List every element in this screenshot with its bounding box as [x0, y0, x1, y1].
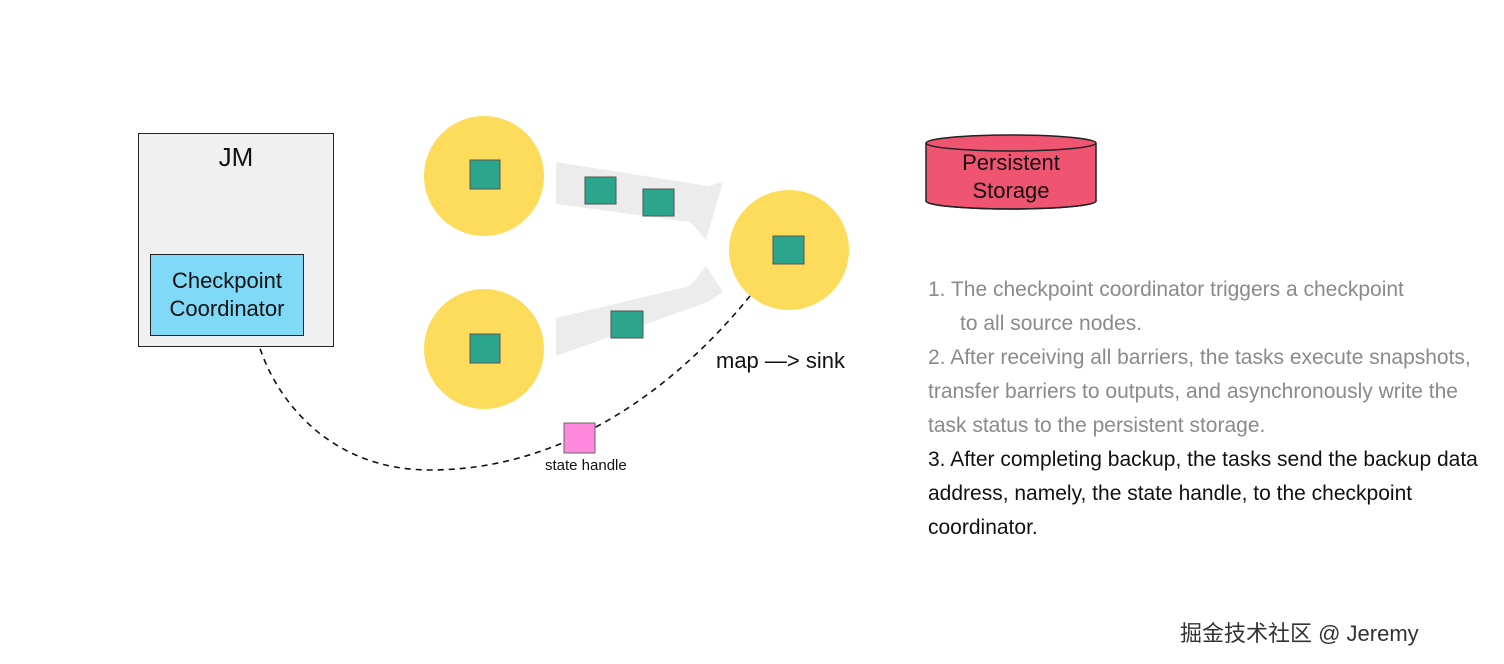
steps-list: 1. The checkpoint coordinator triggers a… [928, 273, 1488, 545]
checkpoint-coordinator-box: Checkpoint Coordinator [150, 254, 304, 336]
barrier-bottom-1 [610, 310, 644, 339]
storage-label-line1: Persistent [962, 150, 1060, 175]
state-handle-square [563, 422, 596, 454]
coordinator-label-line1: Checkpoint [171, 268, 283, 293]
state-handle-label: state handle [545, 457, 627, 474]
step-1-line2: to all source nodes. [960, 312, 1143, 335]
barrier-in-source-bottom [469, 333, 501, 364]
step-1: 1. The checkpoint coordinator triggers a… [928, 273, 1488, 341]
persistent-storage-cylinder [925, 134, 1097, 210]
operator-label: map —> sink [716, 348, 845, 373]
barrier-in-source-top [469, 159, 501, 190]
step-3: 3. After completing backup, the tasks se… [928, 448, 1478, 539]
step-1-line1: 1. The checkpoint coordinator triggers a… [928, 278, 1404, 301]
barrier-top-2 [642, 188, 675, 217]
coordinator-label-line2: Coordinator [169, 296, 285, 321]
step-2: 2. After receiving all barriers, the tas… [928, 346, 1471, 437]
watermark: 掘金技术社区 @ Jeremy [1180, 621, 1419, 646]
persistent-storage-label: Persistent Storage [926, 149, 1096, 205]
barrier-top-1 [584, 176, 617, 205]
state-handle-path [250, 295, 751, 471]
flow-arrow-top [556, 162, 723, 240]
jobmanager-title: JM [218, 142, 254, 172]
storage-label-line2: Storage [972, 178, 1050, 203]
barrier-in-sink [772, 235, 805, 265]
